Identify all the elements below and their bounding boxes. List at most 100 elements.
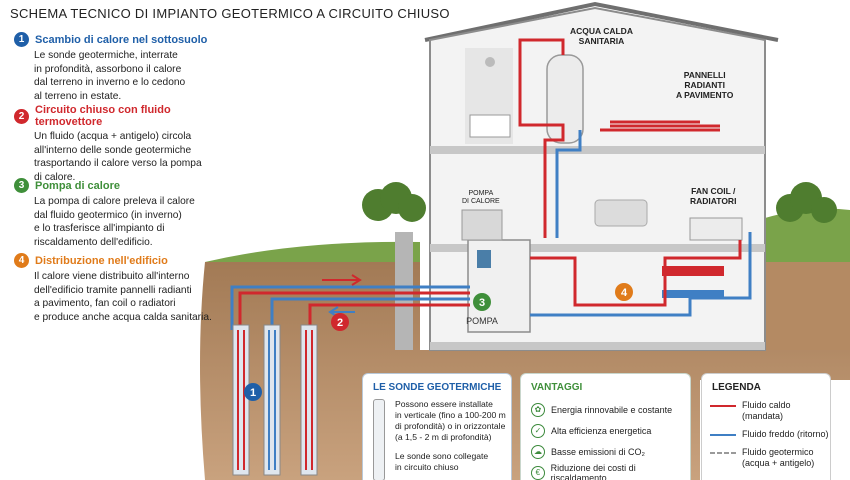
step-2-title: Circuito chiuso con fluido termovettore (35, 104, 171, 128)
step-1-line: dal terreno in inverno e lo cedono (34, 77, 186, 89)
vantaggi-item: €Riduzione dei costi di riscaldamento (521, 462, 690, 480)
probe-1 (232, 324, 250, 476)
step-1-line: al terreno in estate. (34, 90, 122, 102)
probes (232, 324, 318, 476)
foundation (395, 232, 413, 350)
step-3-line: La pompa di calore preleva il calore (34, 196, 195, 207)
probe-3 (300, 324, 318, 476)
hot-pipe-fancoil (530, 240, 742, 307)
panel-vantaggi: VANTAGGI ✿Energia rinnovabile e costante… (520, 373, 691, 480)
heat-pump-front-label: POMPA (466, 316, 498, 326)
manifold (662, 266, 724, 276)
step-3-line: riscaldamento dell'edificio. (34, 236, 153, 248)
efficiency-icon: ✓ (531, 423, 545, 438)
step-2-line: all'interno delle sonde geotermiche (34, 144, 192, 156)
step-2-line: di calore. (34, 171, 76, 183)
step-1-title: Scambio di calore nel sottosuolo (35, 33, 208, 46)
vantaggi-item: ✓Alta efficienza energetica (521, 420, 690, 441)
house-roof (424, 1, 779, 42)
legend-item-cold: Fluido freddo (ritorno) (702, 429, 830, 440)
fan-coil-unit (689, 217, 743, 241)
cold-pipe-fancoil (530, 232, 752, 317)
grass-surface-right (765, 208, 850, 262)
step-1: 1 Scambio di calore nel sottosuolo Le so… (14, 32, 214, 103)
sonde-line: di profondità) o in orizzontale (395, 421, 506, 431)
hot-water-tank (546, 54, 584, 144)
step-4-line: e produce anche acqua calda sanitaria. (34, 311, 212, 323)
grass-surface (205, 241, 420, 262)
heat-pump-cabinet (461, 209, 503, 241)
floor-heating-loop (600, 120, 720, 132)
cold-pipe-tank (555, 130, 582, 238)
step-4-line: a pavimento, fan coil o radiatori (34, 298, 176, 310)
step-2-line: trasportando il calore verso la pompa (34, 158, 202, 170)
shower-head-icon (485, 57, 495, 67)
step-3-title: Pompa di calore (35, 179, 120, 192)
legend-item-geo: Fluido geotermico (acqua + antigelo) (702, 447, 830, 469)
floor-1 (430, 146, 765, 154)
cost-icon: € (531, 465, 545, 480)
step-4-line: Il calore viene distribuito all'interno (34, 271, 190, 282)
sonde-line: Le sonde sono collegate (395, 451, 489, 461)
geo-pipe-3 (308, 303, 470, 330)
legend-swatch (710, 405, 736, 407)
flow-arrow-hot (322, 274, 362, 286)
step-3-line: dal fluido geotermico (in inverno) (34, 209, 182, 221)
marker-1 (244, 383, 262, 401)
step-4-number: 4 (14, 253, 29, 268)
soil-block-right (765, 262, 850, 350)
page-title: SCHEMA TECNICO DI IMPIANTO GEOTERMICO A … (10, 6, 450, 21)
step-3: 3 Pompa di calore La pompa di calore pre… (14, 178, 214, 249)
panel-vantaggi-title: VANTAGGI (531, 382, 583, 393)
bush-right (776, 182, 837, 223)
marker-4-label: 4 (621, 287, 628, 299)
step-3-number: 3 (14, 178, 29, 193)
step-2: 2 Circuito chiuso con fluido termovettor… (14, 104, 214, 184)
step-4: 4 Distribuzione nell'edificio Il calore … (14, 253, 214, 324)
panel-sonde-title: LE SONDE GEOTERMICHE (373, 382, 502, 393)
vantaggi-item: ✿Energia rinnovabile e costante (521, 399, 690, 420)
floor-2 (430, 244, 765, 252)
sofa (594, 199, 648, 227)
panel-sonde: LE SONDE GEOTERMICHE Possono essere inst… (362, 373, 512, 480)
marker-4 (615, 283, 633, 301)
sonde-line: Possono essere installate (395, 399, 493, 409)
panel-legenda-title: LEGENDA (712, 382, 761, 393)
legend-item-hot: Fluido caldo (mandata) (702, 400, 830, 422)
house (395, 1, 779, 351)
step-1-line: Le sonde geotermiche, interrate (34, 50, 178, 61)
marker-1-label: 1 (250, 387, 256, 399)
marker-2-label: 2 (337, 317, 343, 329)
marker-3-label: 3 (479, 297, 485, 309)
manifold-cold (662, 290, 724, 298)
geo-supply-pipe (238, 291, 470, 330)
co2-icon: ☁ (531, 444, 545, 459)
marker-2 (331, 313, 349, 331)
step-2-line: Un fluido (acqua + antigelo) circola (34, 131, 192, 142)
step-4-title: Distribuzione nell'edificio (35, 254, 168, 267)
step-2-number: 2 (14, 108, 29, 124)
step-1-line: in profondità, assorbono il calore (34, 63, 182, 75)
probe-2 (263, 324, 281, 476)
step-3-line: e lo trasferisce all'impianto di (34, 223, 165, 235)
geo-pipe-2 (270, 297, 470, 330)
leaf-icon: ✿ (531, 402, 545, 417)
heat-pump-display (477, 250, 491, 268)
step-1-number: 1 (14, 32, 29, 47)
bush-left (362, 182, 426, 222)
label-fan-coil: FAN COIL /RADIATORI (690, 186, 737, 206)
legend-swatch (710, 452, 736, 454)
sonde-line: in circuito chiuso (395, 462, 459, 472)
sonde-line: in verticale (fino a 100-200 m (395, 410, 506, 420)
panel-legenda: LEGENDA Fluido caldo (mandata) Fluido fr… (701, 373, 831, 480)
bathtub (469, 114, 511, 138)
step-4-line: dell'edificio tramite pannelli radianti (34, 284, 192, 296)
probe-icon (373, 399, 385, 480)
marker-3 (473, 293, 491, 311)
sonde-line: (a 1,5 - 2 m di profondità) (395, 432, 492, 442)
geo-return-pipe (230, 285, 470, 330)
vantaggi-item: ☁Basse emissioni di CO₂ (521, 441, 690, 462)
